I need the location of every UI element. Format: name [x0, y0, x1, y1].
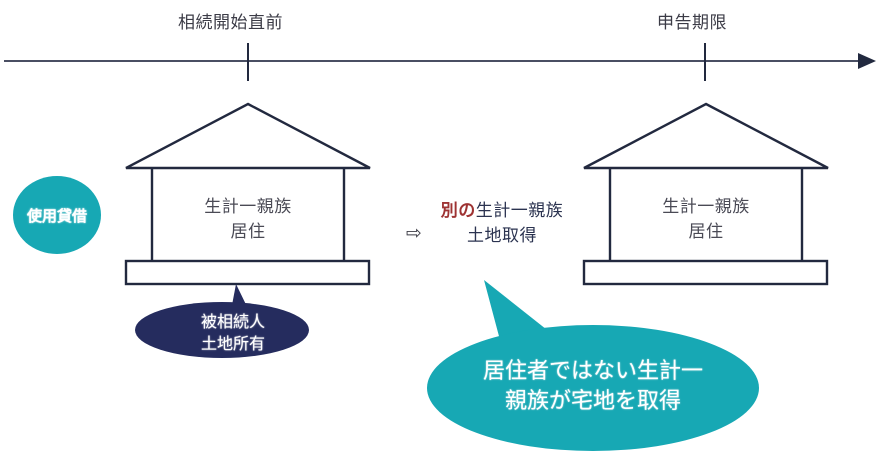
- house-land-block: [124, 259, 371, 286]
- house-before-label-line2: 居住: [230, 221, 266, 241]
- house-before-label: 生計一親族 居住: [148, 195, 348, 244]
- timeline-axis: [4, 53, 876, 69]
- callout-teal-text: 居住者ではない生計一 親族が宅地を取得: [404, 356, 782, 415]
- callout-teal-line1: 居住者ではない生計一: [482, 358, 703, 383]
- transfer-note-highlight: 別の: [440, 201, 476, 220]
- right-arrow-head-icon: [858, 53, 876, 69]
- house-after-label-line2: 居住: [688, 221, 724, 241]
- transfer-note-line2: 土地取得: [467, 225, 537, 245]
- callout-navy-line2: 土地所有: [200, 335, 265, 353]
- house-before: [124, 102, 371, 286]
- house-after: [582, 102, 829, 286]
- transfer-note: 別の生計一親族 土地取得: [422, 199, 582, 248]
- callout-navy-text: 被相続人 土地所有: [133, 312, 333, 355]
- house-after-label: 生計一親族 居住: [606, 195, 806, 244]
- transfer-note-line1: 別の生計一親族: [422, 199, 582, 224]
- callout-teal: 居住者ではない生計一 親族が宅地を取得: [404, 270, 782, 453]
- transfer-arrow-icon: ⇨: [406, 223, 422, 244]
- callout-navy-shape: [135, 284, 309, 358]
- usage-loan-badge-label: 使用貸借: [26, 207, 87, 225]
- usage-loan-badge: 使用貸借: [13, 176, 101, 254]
- house-roof: [583, 102, 829, 170]
- house-after-label-line1: 生計一親族: [662, 197, 750, 216]
- callout-teal-line2: 親族が宅地を取得: [504, 387, 681, 413]
- timeline-label-inheritance-start: 相続開始直前: [178, 13, 283, 32]
- transfer-note-rest: 生計一親族: [475, 201, 564, 220]
- house-land-block: [582, 259, 829, 286]
- house-before-label-line1: 生計一親族: [204, 197, 292, 216]
- callout-navy-line1: 被相続人: [200, 314, 265, 331]
- timeline-tick-2: [704, 43, 706, 81]
- house-roof: [125, 102, 371, 170]
- callout-teal-shape: [427, 280, 759, 451]
- timeline-label-filing-deadline: 申告期限: [657, 13, 727, 32]
- timeline-tick-1: [247, 43, 249, 81]
- callout-navy: 被相続人 土地所有: [133, 283, 333, 363]
